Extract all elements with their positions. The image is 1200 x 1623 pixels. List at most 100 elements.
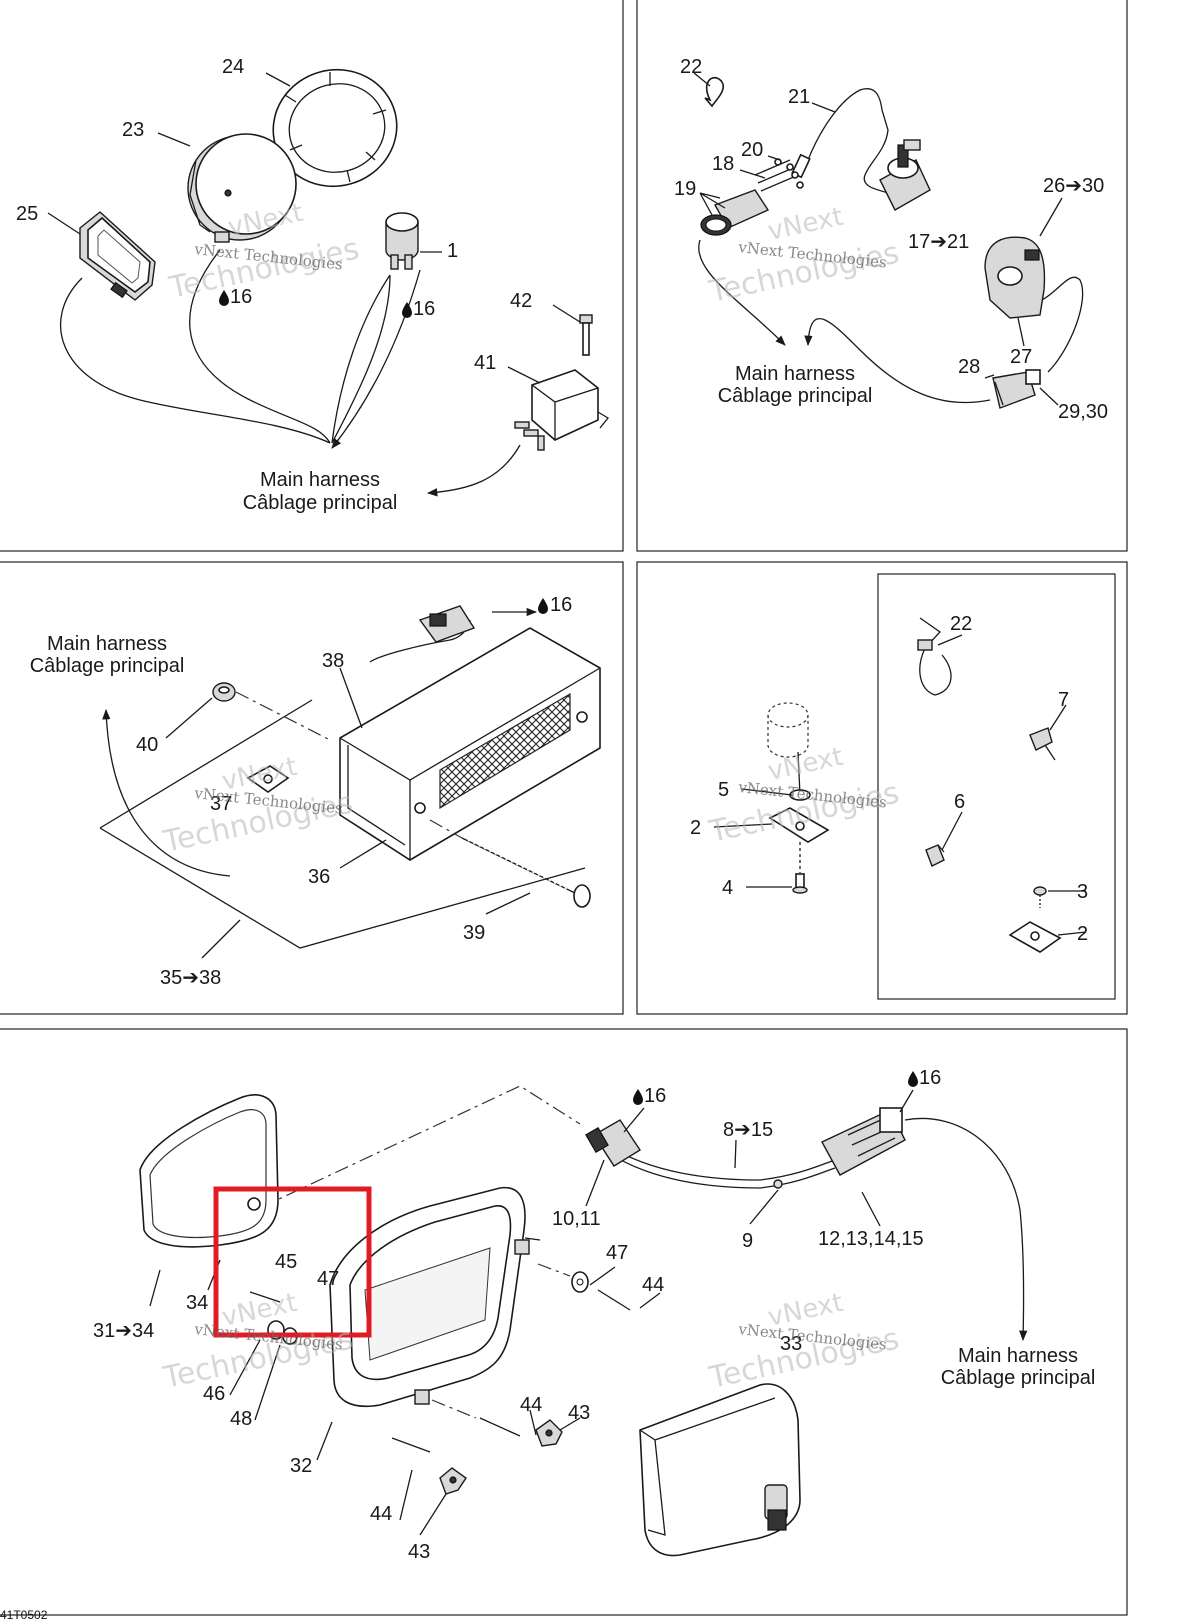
- callout-34: 34: [186, 1292, 208, 1314]
- main-harness-label-en: Main harness: [260, 469, 380, 491]
- callout-33: 33: [780, 1333, 802, 1355]
- part-17-21-key-switch: [879, 139, 931, 211]
- callout-2-a: 2: [690, 817, 701, 839]
- callout-19: 19: [674, 178, 696, 200]
- part-25-switch: [79, 211, 156, 301]
- part-19-connector: [700, 189, 770, 236]
- part-44-bolt-bottom-right: [414, 1389, 521, 1437]
- callout-2-b: 2: [1077, 923, 1088, 945]
- part-38-work-light: [339, 627, 601, 861]
- callout-4: 4: [722, 877, 733, 899]
- callout-39: 39: [463, 922, 485, 944]
- part-4-rivet: [792, 873, 808, 894]
- callout-7: 7: [1058, 689, 1069, 711]
- lubricant-drop-icon: [402, 302, 412, 318]
- panel-frame-3: [0, 561, 624, 1015]
- reference-cylinder: [767, 702, 809, 796]
- watermark-5b: Technologies vNext vNext Technologies: [705, 1288, 902, 1396]
- callout-12-15: 12,13,14,15: [818, 1228, 924, 1250]
- part-44-bolt-right: [537, 1263, 631, 1311]
- part-12-15-connector: [821, 1107, 906, 1176]
- panel-5: 16 16 8➔15 10,11 9 12,13,14,15 47 44 45 …: [93, 1067, 1095, 1563]
- callout-3: 3: [1077, 881, 1088, 903]
- part-18-20-terminals: [754, 158, 804, 192]
- panel-frame-5: [0, 1028, 1128, 1616]
- svg-text:vNext: vNext: [765, 202, 846, 247]
- callout-16-a: 16: [644, 1085, 666, 1107]
- part-2-plate-a: [768, 807, 830, 843]
- callout-47-b: 47: [317, 1268, 339, 1290]
- watermark-3: Technologies vNext vNext Technologies: [159, 752, 356, 860]
- callout-9: 9: [742, 1230, 753, 1252]
- part-45-screw: [249, 1291, 281, 1303]
- callout-26-30: 26➔30: [1043, 175, 1104, 197]
- callout-18: 18: [712, 153, 734, 175]
- callout-36: 36: [308, 866, 330, 888]
- callout-31-34: 31➔34: [93, 1320, 154, 1342]
- callout-35-38: 35➔38: [160, 967, 221, 989]
- callout-28: 28: [958, 356, 980, 378]
- callout-41: 41: [474, 352, 496, 374]
- panel-frame-1: [0, 0, 624, 552]
- svg-text:vNext: vNext: [765, 742, 846, 787]
- lubricant-drop-icon: [908, 1071, 918, 1087]
- part-43-knob-right: [535, 1419, 563, 1447]
- panel-frame-2: [636, 0, 1128, 552]
- callout-38: 38: [322, 650, 344, 672]
- highlight-box: [213, 1186, 372, 1338]
- panel-frame-4: [636, 561, 1128, 1015]
- part-33-lamp-unit: [639, 1383, 801, 1557]
- part-7-screw: [1029, 727, 1056, 761]
- callout-22: 22: [680, 56, 702, 78]
- callout-16-b: 16: [413, 298, 435, 320]
- part-8-15-wiring-harness: [611, 1147, 836, 1189]
- part-24-bezel-ring: [272, 68, 398, 188]
- callout-16-a: 16: [230, 286, 252, 308]
- lubricant-drop-icon: [633, 1089, 643, 1105]
- part-38-connector: [369, 605, 476, 663]
- main-harness-label-fr: Câblage principal: [243, 492, 398, 514]
- main-harness-label-fr: Câblage principal: [941, 1367, 1096, 1389]
- part-39-bolt: [429, 819, 591, 908]
- main-harness-label-fr: Câblage principal: [30, 655, 185, 677]
- callout-43-b: 43: [408, 1541, 430, 1563]
- callout-48: 48: [230, 1408, 252, 1430]
- callout-21: 21: [788, 86, 810, 108]
- part-6-clip: [925, 844, 945, 867]
- panel-3: 16 38 40 37 36 39 35➔38 Main harness Câb…: [30, 594, 601, 989]
- callout-27: 27: [1010, 346, 1032, 368]
- callout-8-15: 8➔15: [723, 1119, 773, 1141]
- part-10-11-connector: [585, 1119, 641, 1167]
- callout-22: 22: [950, 613, 972, 635]
- part-47-washer-right: [571, 1271, 589, 1293]
- main-harness-label-fr: Câblage principal: [718, 385, 873, 407]
- callout-5: 5: [718, 779, 729, 801]
- callout-37: 37: [210, 793, 232, 815]
- callout-44-b: 44: [520, 1394, 542, 1416]
- callout-29-30: 29,30: [1058, 401, 1108, 423]
- callout-16: 16: [550, 594, 572, 616]
- callout-42: 42: [510, 290, 532, 312]
- callout-45: 45: [275, 1251, 297, 1273]
- part-37-bracket: [246, 765, 290, 793]
- part-32-housing: [329, 1186, 541, 1407]
- part-40-nut: [212, 682, 331, 741]
- callout-20: 20: [741, 139, 763, 161]
- callout-32: 32: [290, 1455, 312, 1477]
- main-harness-label-en: Main harness: [47, 633, 167, 655]
- part-41-relay: [514, 369, 609, 451]
- panel-2: 22 21 20 18 19 26➔30 17➔21 27 28 29,30 M…: [674, 56, 1108, 423]
- callout-40: 40: [136, 734, 158, 756]
- callout-6: 6: [954, 791, 965, 813]
- part-2-plate-b: [1008, 921, 1062, 953]
- part-3-screw: [1033, 886, 1047, 908]
- callout-24: 24: [222, 56, 244, 78]
- part-1-indicator-lamp: [385, 212, 419, 270]
- part-44-bolt-bottom-left: [391, 1437, 431, 1453]
- callout-16-b: 16: [919, 1067, 941, 1089]
- part-42-screw: [579, 314, 593, 356]
- part-28-connector: [992, 369, 1041, 409]
- panel-frame-4-inner: [877, 573, 1116, 1000]
- lubricant-drop-icon: [538, 598, 548, 614]
